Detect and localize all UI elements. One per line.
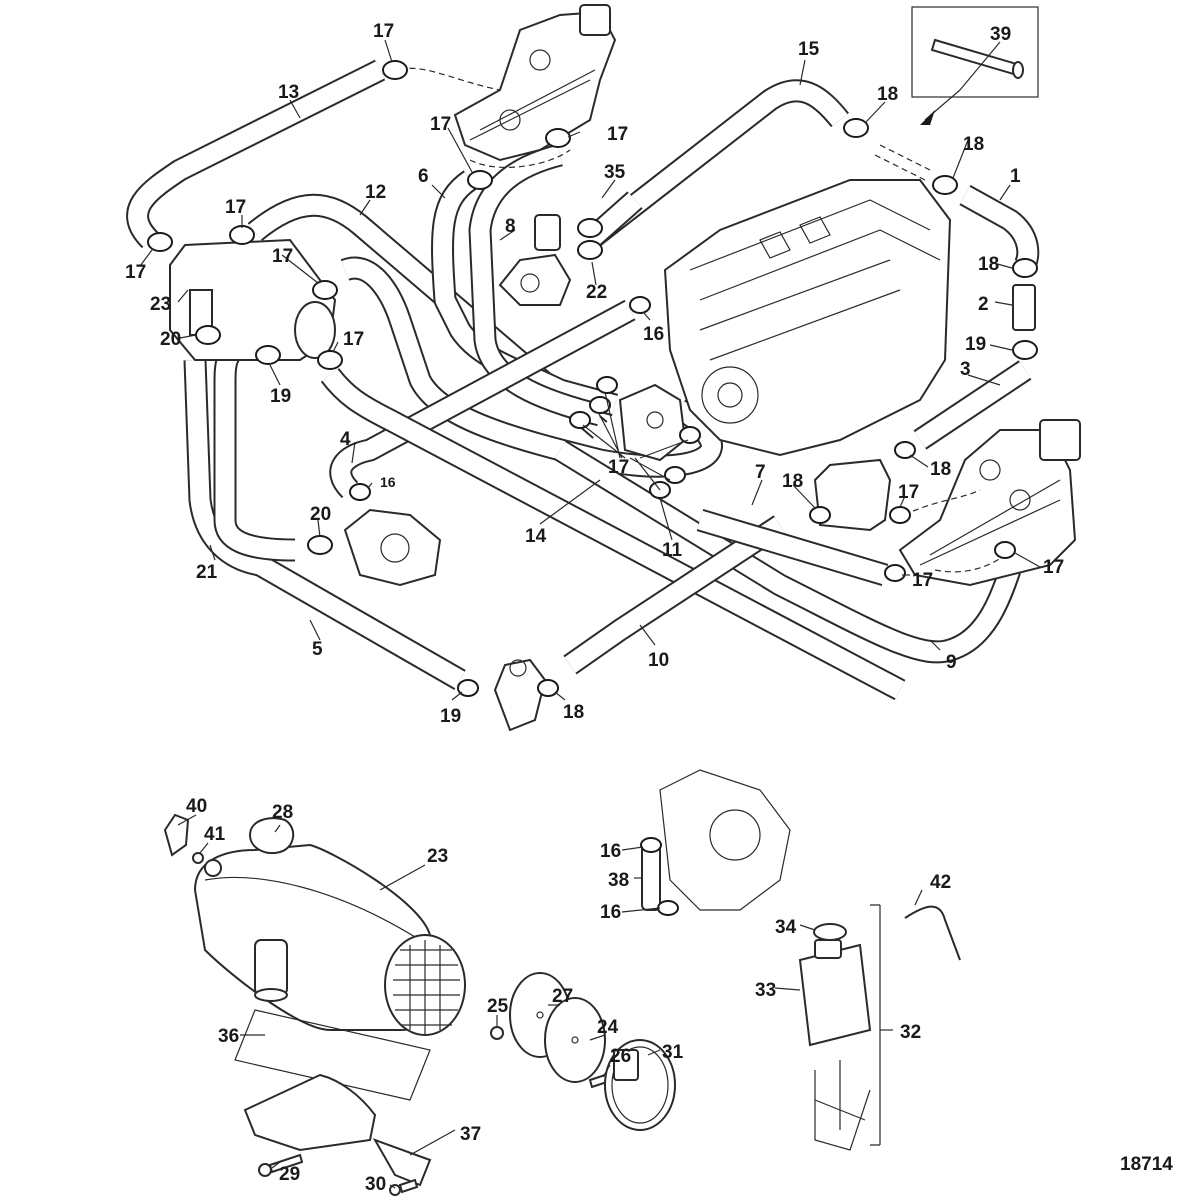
fuel-cooler — [813, 458, 892, 532]
callout-5: 5 — [312, 639, 323, 660]
callout-31: 31 — [662, 1042, 684, 1063]
callout-26: 26 — [610, 1046, 631, 1067]
upper-assembly-components — [169, 4, 1081, 732]
callout-20b: 20 — [310, 504, 331, 525]
callout-24: 24 — [597, 1017, 619, 1038]
callout-30: 30 — [365, 1174, 386, 1195]
callout-8: 8 — [505, 216, 516, 237]
engine-block — [663, 179, 952, 457]
callout-17g: 17 — [343, 329, 364, 350]
callout-16b: 16 — [380, 474, 396, 490]
callout-17e: 17 — [125, 262, 146, 283]
callout-10: 10 — [648, 650, 669, 671]
callout-34: 34 — [775, 917, 797, 938]
callout-19b: 19 — [270, 386, 291, 407]
circulating-pump — [343, 508, 442, 587]
callout-23b: 23 — [427, 846, 448, 867]
exhaust-manifold-right — [898, 419, 1081, 587]
callout-16d: 16 — [600, 902, 621, 923]
callout-1: 1 — [1010, 166, 1021, 187]
callout-28: 28 — [272, 802, 293, 823]
callout-18a: 18 — [877, 84, 898, 105]
distribution-housing — [618, 383, 687, 462]
callout-17c: 17 — [607, 124, 628, 145]
callout-25: 25 — [487, 996, 509, 1017]
callout-21: 21 — [196, 562, 218, 583]
exhaust-manifold-left — [453, 4, 617, 162]
callout-22: 22 — [586, 282, 607, 303]
callout-33: 33 — [755, 980, 776, 1001]
callout-35: 35 — [604, 162, 626, 183]
callout-17i: 17 — [898, 482, 919, 503]
callout-14: 14 — [525, 526, 547, 547]
heat-exchanger-upper — [169, 238, 337, 361]
callout-19a: 19 — [965, 334, 986, 355]
callout-12: 12 — [365, 182, 386, 203]
callout-29: 29 — [279, 1164, 300, 1185]
callout-32: 32 — [900, 1022, 921, 1043]
callout-27: 27 — [552, 986, 573, 1007]
callout-23a: 23 — [150, 294, 171, 315]
callout-17h: 17 — [608, 457, 629, 478]
callout-38: 38 — [608, 870, 629, 891]
callout-4: 4 — [340, 429, 351, 450]
callout-19c: 19 — [440, 706, 461, 727]
callout-18c: 18 — [978, 254, 999, 275]
fitting-part-2 — [1012, 284, 1036, 331]
callout-42: 42 — [930, 872, 951, 893]
hose-clamps — [147, 60, 1038, 697]
callout-18d: 18 — [930, 459, 951, 480]
callout-16a: 16 — [643, 324, 664, 345]
callout-15: 15 — [798, 39, 820, 60]
callout-17k: 17 — [1043, 557, 1064, 578]
callout-2: 2 — [978, 294, 989, 315]
callout-40: 40 — [186, 796, 207, 817]
figure-number: 18714 — [1120, 1154, 1173, 1175]
callout-9: 9 — [946, 652, 957, 673]
callout-13: 13 — [278, 82, 299, 103]
callout-17a: 17 — [373, 21, 394, 42]
callout-17f: 17 — [272, 246, 293, 267]
callout-17d: 17 — [225, 197, 246, 218]
coolant-reservoir — [798, 904, 961, 1151]
callout-3: 3 — [960, 359, 971, 380]
callout-20a: 20 — [160, 329, 181, 350]
thermostat-housing — [493, 658, 547, 732]
callout-17j: 17 — [912, 570, 933, 591]
callout-36: 36 — [218, 1026, 239, 1047]
callout-18e: 18 — [782, 471, 803, 492]
callout-37: 37 — [460, 1124, 481, 1145]
callout-17b: 17 — [430, 114, 451, 135]
callout-7: 7 — [755, 462, 766, 483]
callout-18b: 18 — [963, 134, 984, 155]
callout-18f: 18 — [563, 702, 584, 723]
callout-6: 6 — [418, 166, 429, 187]
callout-41: 41 — [204, 824, 226, 845]
part-38-detail — [640, 769, 791, 916]
callout-16c: 16 — [600, 841, 621, 862]
heat-exchanger-exploded — [163, 813, 676, 1196]
callout-11: 11 — [662, 540, 683, 561]
callout-39: 39 — [990, 24, 1011, 45]
seawater-pump — [498, 214, 572, 306]
leader-lines — [139, 39, 1041, 1189]
callout-labels: 1 2 3 4 5 6 7 8 9 10 11 12 13 14 15 16 1… — [125, 21, 1064, 1195]
part-39-box — [911, 6, 1039, 98]
